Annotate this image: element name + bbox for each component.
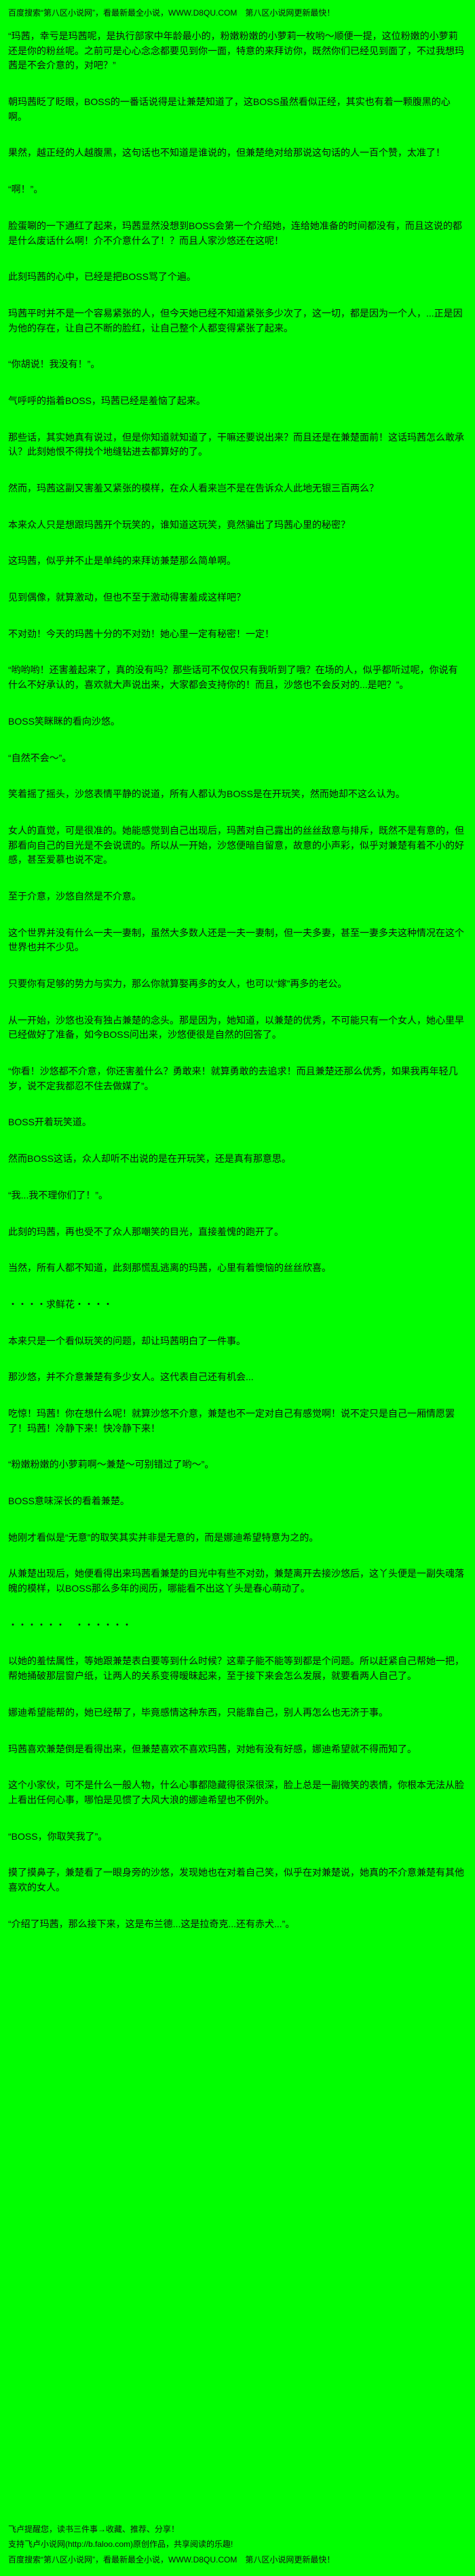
novel-paragraph: 当然，所有人都不知道，此刻那慌乱逃离的玛茜，心里有着懊恼的丝丝欣喜。	[8, 1262, 331, 1274]
site-promo-footer: 百度搜索“第八区小说网”，看最新最全小说，WWW.D8QU.COM 第八区小说网…	[8, 2555, 335, 2565]
novel-paragraph: 此刻的玛茜，再也受不了众人那嘲笑的目光，直接羞愧的跑开了。	[8, 1226, 284, 1237]
novel-paragraph: 玛茜平时并不是一个容易紧张的人，但今天她已经不知道紧张多少次了，这一切，都是因为…	[8, 307, 463, 334]
novel-paragraph: 朝玛茜眨了眨眼，BOSS的一番话说得是让兼楚知道了，这BOSS虽然看似正经，其实…	[8, 96, 451, 122]
novel-paragraph: “自然不会～”。	[8, 752, 72, 763]
novel-paragraph: 至于介意，沙悠自然是不介意。	[8, 890, 141, 902]
novel-paragraph: 只要你有足够的势力与实力，那么你就算娶再多的女人，也可以“嫁”再多的老公。	[8, 978, 347, 989]
site-promo-header: 百度搜索“第八区小说网”，看最新最全小说，WWW.D8QU.COM 第八区小说网…	[8, 8, 335, 18]
novel-paragraph: 那沙悠，并不介意兼楚有多少女人。这代表自己还有机会...	[8, 1371, 254, 1383]
novel-paragraph: 见到偶像，就算激动，但也不至于激动得害羞成这样吧？	[8, 592, 246, 603]
novel-paragraph: “啊！”。	[8, 184, 43, 195]
novel-paragraph: “哟哟哟！还害羞起来了，真的没有吗？那些话可不仅仅只有我听到了哦？在场的人，似乎…	[8, 664, 458, 691]
novel-paragraph: 那些话，其实她真有说过，但是你知道就知道了，干嘛还要说出来？而且还是在兼楚面前！…	[8, 431, 464, 458]
page-footer: 飞卢提醒您，读书三件事→收藏、推荐、分享！ 支持飞卢小说网(http://b.f…	[8, 2522, 467, 2568]
novel-paragraph: 玛茜喜欢兼楚倒是看得出来，但兼楚喜欢不喜欢玛茜，对她有没有好感，娜迪希望就不得而…	[8, 1743, 417, 1754]
novel-paragraph: 这个世界并没有什么一夫一妻制，虽然大多数人还是一夫一妻制，但一夫多妻，甚至一妻多…	[8, 927, 464, 953]
reader-reminder-line: 飞卢提醒您，读书三件事→收藏、推荐、分享！	[8, 2524, 180, 2534]
novel-paragraph: “你胡说！我没有！”。	[8, 359, 100, 370]
faloo-support-line: 支持飞卢小说网(http://b.faloo.com)原创作品，共享阅读的乐趣!	[8, 2539, 233, 2550]
novel-paragraph: 脸蛋唰的一下通红了起来，玛茜显然没想到BOSS会第一个介绍她，连给她准备的时间都…	[8, 220, 462, 246]
novel-paragraph: 从兼楚出现后，她便看得出来玛茜看兼楚的目光中有些不对劲，兼楚离开去接沙悠后，这丫…	[8, 1568, 464, 1594]
novel-paragraph: 然而BOSS这话，众人却听不出说的是在开玩笑，还是真有那意思。	[8, 1153, 291, 1165]
novel-paragraph: BOSS意味深长的看着兼楚。	[8, 1495, 130, 1506]
novel-paragraph: 不对劲！今天的玛茜十分的不对劲！她心里一定有秘密！一定！	[8, 628, 274, 639]
novel-paragraph: “介绍了玛茜，那么接下来，这是布兰德...这是拉奇克...还有赤犬...”。	[8, 1918, 295, 1929]
novel-paragraph: 吃惊！玛茜！你在想什么呢！就算沙悠不介意，兼楚也不一定对自己有感觉啊！说不定只是…	[8, 1407, 455, 1434]
novel-paragraph: 果然，越正经的人越腹黑，这句话也不知道是谁说的，但兼楚绝对给那说这句话的人一百个…	[8, 147, 445, 159]
novel-paragraph: BOSS笑眯眯的看向沙悠。	[8, 715, 120, 727]
novel-paragraph: 她刚才看似是“无意”的取笑其实并非是无意的，而是娜迪希望特意为之的。	[8, 1531, 319, 1543]
novel-paragraph: 此刻玛茜的心中，已经是把BOSS骂了个遍。	[8, 271, 196, 283]
novel-paragraph: “你看！沙悠都不介意，你还害羞什么？勇敢来！就算勇敢的去追求！而且兼楚还那么优秀…	[8, 1066, 458, 1091]
novel-paragraph: ・・・・求鲜花・・・・	[8, 1298, 113, 1310]
novel-paragraph: BOSS开着玩笑道。	[8, 1116, 92, 1128]
novel-paragraph: 娜迪希望能帮的，她已经帮了，毕竟感情这种东西，只能靠自己，别人再怎么也无济于事。	[8, 1706, 388, 1718]
novel-paragraph: “粉嫩粉嫩的小萝莉啊～兼楚～可别错过了哟～”。	[8, 1459, 214, 1470]
novel-paragraph: ・・・・・・ ・・・・・・	[8, 1619, 132, 1630]
novel-paragraph: 本来众人只是想跟玛茜开个玩笑的，谁知道这玩笑，竟然骗出了玛茜心里的秘密？	[8, 519, 350, 530]
novel-paragraph: “BOSS，你取笑我了”。	[8, 1830, 108, 1842]
novel-paragraph: 笑着摇了摇头，沙悠表情平静的说道，所有人都认为BOSS是在开玩笑，然而她却不这么…	[8, 788, 405, 800]
novel-content: “玛茜，幸亏是玛茜呢，是执行部家中年龄最小的，粉嫩粉嫩的小萝莉一枚哟～顺便一提，…	[8, 29, 467, 1953]
novel-paragraph: “我...我不理你们了！”。	[8, 1189, 108, 1201]
novel-paragraph: 摸了摸鼻子，兼楚看了一眼身旁的沙悠，发现她也在对着自己笑，似乎在对兼楚说，她真的…	[8, 1867, 464, 1893]
novel-paragraph: 这玛茜，似乎并不止是单纯的来拜访兼楚那么简单啊。	[8, 555, 236, 567]
novel-paragraph: “玛茜，幸亏是玛茜呢，是执行部家中年龄最小的，粉嫩粉嫩的小萝莉一枚哟～顺便一提，…	[8, 31, 464, 71]
novel-paragraph: 女人的直觉，可是很准的。她能感觉到自己出现后，玛茜对自己露出的丝丝敌意与排斥，既…	[8, 824, 464, 866]
novel-paragraph: 从一开始，沙悠也没有独占兼楚的念头。那是因为，她知道，以兼楚的优秀，不可能只有一…	[8, 1014, 464, 1041]
novel-paragraph: 以她的羞怯属性，等她跟兼楚表白要等到什么时候？这辈子能不能等到都是个问题。所以赶…	[8, 1655, 464, 1682]
novel-paragraph: 气呼呼的指着BOSS，玛茜已经是羞恼了起来。	[8, 395, 206, 406]
novel-paragraph: 本来只是一个看似玩笑的问题，却让玛茜明白了一件事。	[8, 1335, 246, 1346]
novel-paragraph: 然而，玛茜这副又害羞又紧张的模样，在众人看来岂不是在告诉众人此地无银三百两么？	[8, 483, 379, 494]
novel-paragraph: 这个小家伙，可不是什么一般人物，什么心事都隐藏得很深很深，脸上总是一副微笑的表情…	[8, 1779, 464, 1805]
